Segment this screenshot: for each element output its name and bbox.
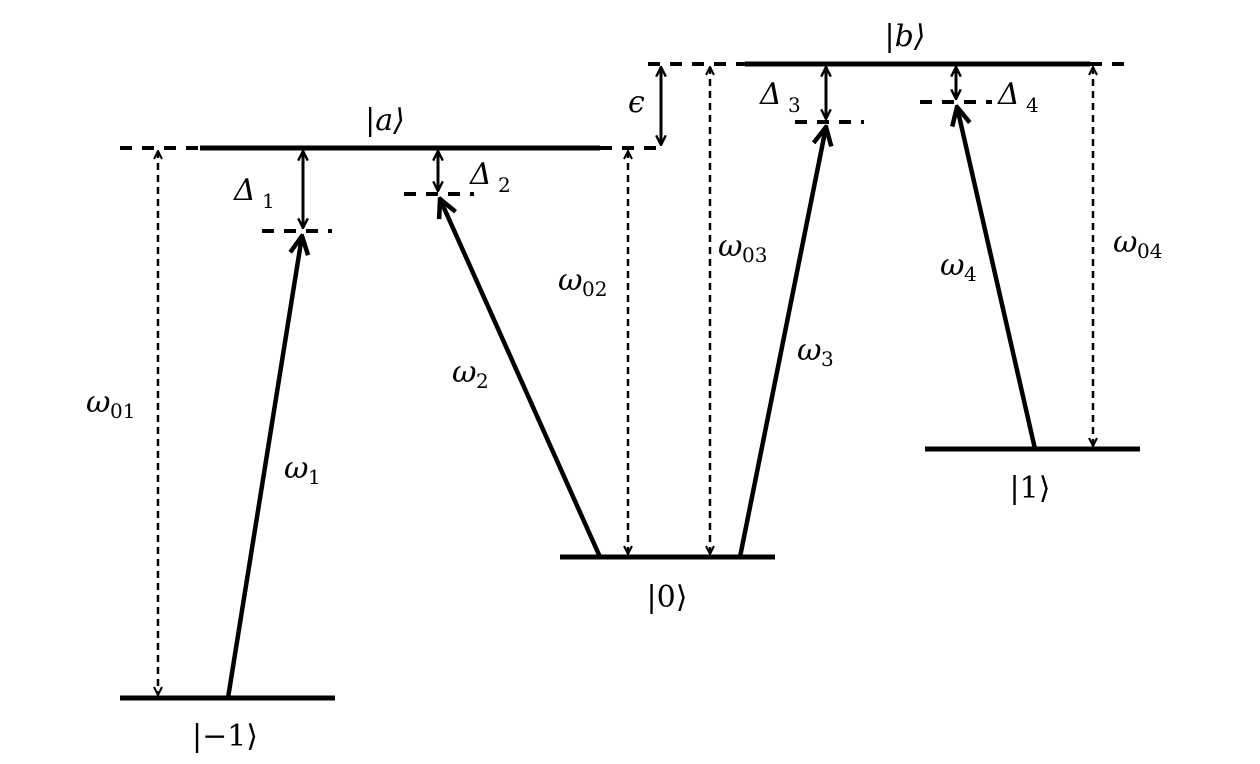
label-omega1: ω 1 xyxy=(284,451,321,489)
omega4-arrow xyxy=(957,107,1038,450)
svg-text:ω: ω xyxy=(718,229,742,264)
label-level-minus-1: |−1⟩ xyxy=(192,719,258,754)
label-delta-1: Δ 1 xyxy=(233,173,275,213)
svg-text:02: 02 xyxy=(582,277,607,301)
svg-text:2: 2 xyxy=(476,369,489,393)
label-omega02: ω 02 xyxy=(558,263,607,301)
label-omega2: ω 2 xyxy=(452,355,489,393)
svg-text:Δ: Δ xyxy=(233,173,256,208)
label-omega4: ω 4 xyxy=(940,248,977,286)
svg-text:ω: ω xyxy=(558,263,582,298)
svg-text:Δ: Δ xyxy=(759,77,782,112)
svg-text:3: 3 xyxy=(821,347,834,371)
svg-text:1: 1 xyxy=(308,465,321,489)
omega2-arrow xyxy=(440,199,603,558)
label-omega01: ω 01 xyxy=(86,385,135,423)
label-delta-3: Δ 3 xyxy=(759,77,801,117)
svg-text:ω: ω xyxy=(452,355,476,390)
svg-text:ω: ω xyxy=(284,451,308,486)
svg-text:2: 2 xyxy=(498,173,511,197)
svg-text:1: 1 xyxy=(262,189,275,213)
svg-text:4: 4 xyxy=(1026,93,1039,117)
svg-text:01: 01 xyxy=(110,399,135,423)
svg-text:ω: ω xyxy=(1113,225,1137,260)
label-omega3: ω 3 xyxy=(797,333,834,371)
label-omega04: ω 04 xyxy=(1113,225,1162,263)
label-level-0: |0⟩ xyxy=(647,580,688,615)
omega1-arrow xyxy=(225,236,302,699)
label-delta-2: Δ 2 xyxy=(469,157,511,197)
svg-text:ω: ω xyxy=(86,385,110,420)
svg-text:03: 03 xyxy=(742,243,767,267)
svg-text:4: 4 xyxy=(964,262,977,286)
omega3-arrow xyxy=(737,127,826,558)
label-level-a: |a⟩ xyxy=(365,103,405,138)
svg-text:Δ: Δ xyxy=(469,157,492,192)
label-omega03: ω 03 xyxy=(718,229,767,267)
label-level-1: |1⟩ xyxy=(1010,471,1051,506)
label-delta-4: Δ 4 xyxy=(997,77,1039,117)
svg-text:3: 3 xyxy=(788,93,801,117)
svg-text:04: 04 xyxy=(1137,239,1162,263)
label-level-b: |b⟩ xyxy=(884,19,925,54)
svg-text:ω: ω xyxy=(940,248,964,283)
svg-text:Δ: Δ xyxy=(997,77,1020,112)
svg-text:ω: ω xyxy=(797,333,821,368)
label-epsilon: ϵ xyxy=(628,85,645,120)
